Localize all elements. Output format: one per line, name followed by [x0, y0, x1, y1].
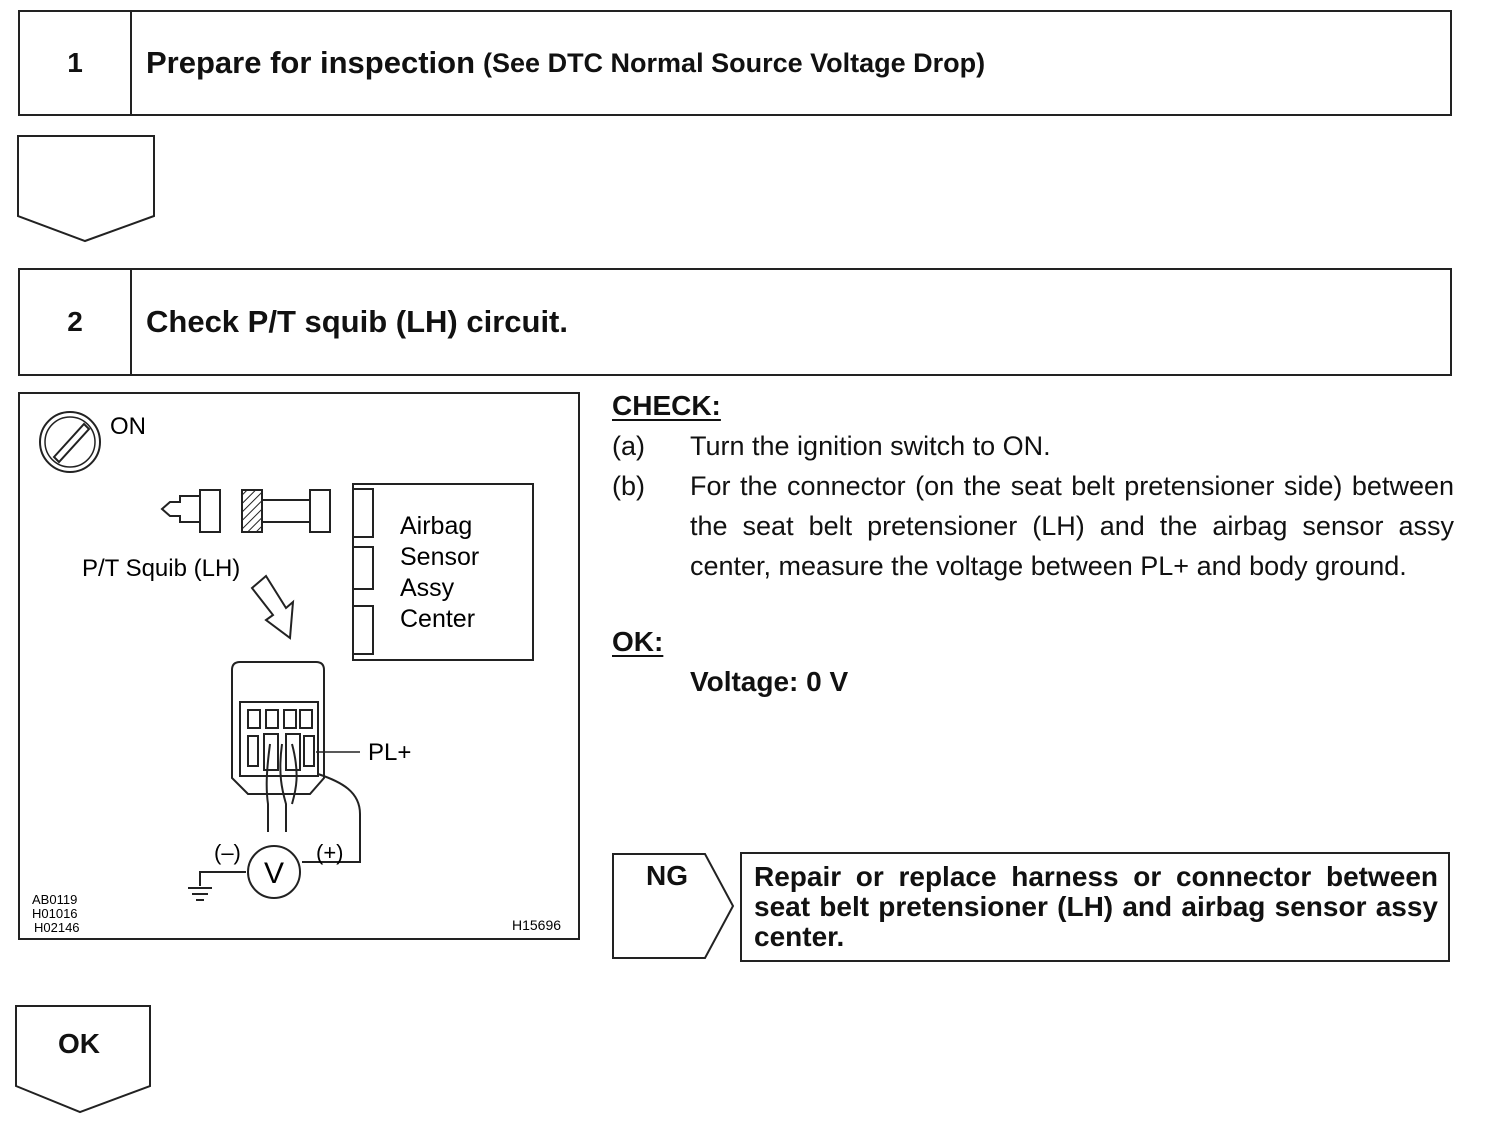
step-1-title: Prepare for inspection (See DTC Normal S… — [146, 12, 985, 114]
switch-on-label: ON — [110, 413, 146, 440]
step-2-title: Check P/T squib (LH) circuit. — [146, 304, 568, 339]
check-heading: CHECK: — [612, 390, 721, 421]
illustration-svg: ON Airbag Sensor Assy Center P/T Squib — [32, 411, 561, 935]
terminal-label: PL+ — [368, 739, 411, 766]
ng-action-box: Repair or replace harness or connector b… — [740, 852, 1450, 962]
airbag-sensor-box — [352, 483, 534, 661]
ok-heading: OK: — [612, 626, 664, 657]
check-item-b-label: (b) — [612, 471, 645, 501]
step-1-title-text: Prepare for inspection — [146, 45, 476, 80]
pointer-arrow-icon — [250, 574, 295, 640]
squib-label: P/T Squib (LH) — [82, 555, 240, 582]
figure-id: H15696 — [512, 917, 561, 933]
ecu-label-line-1: Airbag — [400, 512, 472, 540]
plus-label: (+) — [316, 840, 344, 865]
step-1-header: 1 Prepare for inspection (See DTC Normal… — [18, 10, 1452, 116]
check-item-a-text: Turn the ignition switch to ON. — [690, 431, 1051, 461]
figure-code-2: H01016 — [32, 906, 78, 921]
voltmeter-icon — [247, 845, 301, 899]
step-2-number: 2 — [20, 270, 132, 374]
check-item-a: (a) Turn the ignition switch to ON. — [612, 426, 1454, 466]
ok-arrow — [15, 1005, 151, 1114]
voltmeter-symbol: V — [264, 857, 284, 890]
ng-action-text: Repair or replace harness or connector b… — [754, 861, 1438, 952]
squib-connector-icon — [160, 489, 331, 533]
step-2-header: 2 Check P/T squib (LH) circuit. — [18, 268, 1452, 376]
ground-symbol-icon — [188, 887, 212, 901]
ok-value: Voltage: 0 V — [690, 666, 849, 697]
connector-front-icon — [231, 661, 325, 832]
ng-arrow — [612, 853, 735, 959]
ignition-switch-icon — [39, 411, 101, 473]
continue-arrow — [17, 135, 155, 243]
ecu-label-line-4: Center — [400, 605, 475, 633]
step-1-number: 1 — [20, 12, 132, 114]
ok-arrow-label: OK — [58, 1028, 100, 1059]
ecu-label-line-3: Assy — [400, 574, 455, 602]
ng-label: NG — [646, 860, 688, 891]
ecu-label-line-2: Sensor — [400, 543, 479, 571]
check-item-b-text: For the connector (on the seat belt pret… — [690, 471, 1454, 581]
wiring-illustration: ON Airbag Sensor Assy Center P/T Squib — [18, 392, 580, 940]
minus-label: (–) — [214, 840, 241, 865]
step-1-reference: (See DTC Normal Source Voltage Drop) — [483, 47, 986, 78]
check-item-b: (b) For the connector (on the seat belt … — [612, 466, 1454, 626]
figure-code-1: AB0119 — [32, 892, 77, 907]
figure-code-3: H02146 — [34, 920, 80, 935]
check-item-a-label: (a) — [612, 431, 645, 461]
